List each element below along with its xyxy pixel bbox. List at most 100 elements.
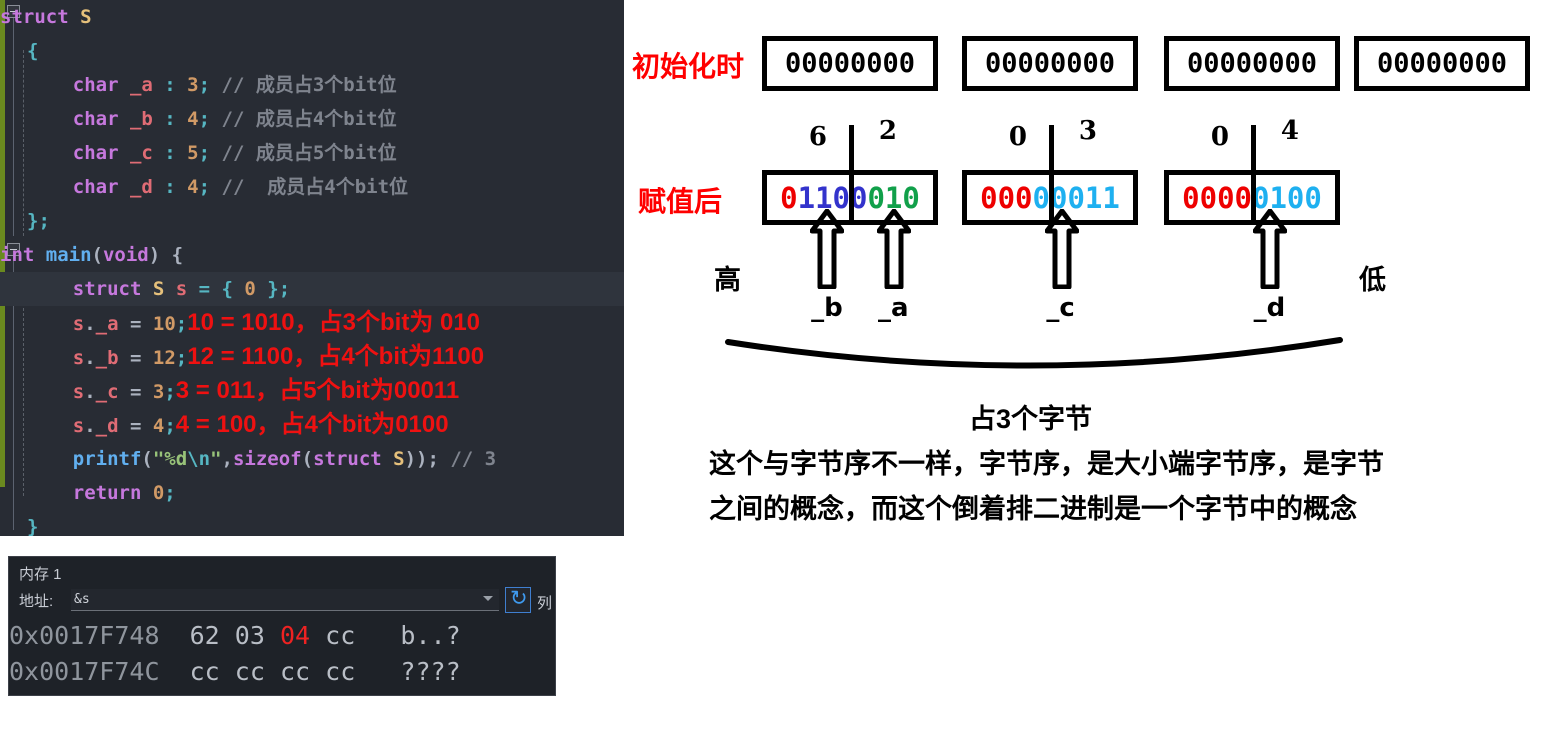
- code-token: S: [80, 6, 92, 28]
- hex-digit-low: 4: [1280, 116, 1299, 146]
- code-token: _b: [95, 347, 119, 369]
- code-token: void: [102, 244, 149, 266]
- code-token: };: [27, 210, 50, 232]
- code-token: ) {: [148, 244, 184, 266]
- code-token: :: [152, 74, 188, 96]
- code-token: _c: [95, 381, 119, 403]
- code-line[interactable]: {: [0, 34, 624, 68]
- code-line[interactable]: s._c = 3;3 = 011，占5个bit为00011: [0, 374, 624, 408]
- code-token: =: [118, 415, 153, 437]
- code-token: 10: [152, 313, 176, 335]
- member-name-label: _d: [1253, 293, 1286, 323]
- code-token: 3: [187, 74, 199, 96]
- bit-segment: 000: [980, 180, 1033, 215]
- code-token: ;: [198, 74, 211, 96]
- code-token: (: [301, 448, 314, 470]
- span-brace: [725, 337, 1343, 369]
- address-input-wrapper[interactable]: [71, 589, 499, 611]
- code-token: .: [84, 415, 96, 437]
- code-token: ;: [198, 142, 211, 164]
- code-line[interactable]: return 0;: [0, 476, 624, 510]
- code-token: ));: [404, 448, 439, 470]
- code-line[interactable]: char _b : 4; // 成员占4个bit位: [0, 102, 624, 136]
- code-token: 12: [152, 347, 176, 369]
- code-token: .: [84, 381, 96, 403]
- low-end-label: 低: [1359, 265, 1386, 295]
- code-token: ,: [221, 448, 233, 470]
- code-token: S: [152, 278, 176, 300]
- code-token: =: [118, 347, 153, 369]
- code-line[interactable]: s._b = 12;12 = 1100，占4个bit为1100: [0, 340, 624, 374]
- code-token: 4: [187, 176, 199, 198]
- memory-row: 0x0017F74C cc cc cc cc ????: [9, 655, 557, 688]
- address-input[interactable]: [71, 589, 467, 609]
- bit-segment: 1100: [797, 180, 868, 215]
- code-line[interactable]: };: [0, 204, 624, 238]
- code-token: ;: [164, 482, 176, 504]
- member-name-label: _b: [811, 293, 843, 323]
- hex-digit-high: 0: [1210, 122, 1229, 152]
- init-byte-box: 00000000: [1164, 36, 1340, 91]
- code-token: _a: [95, 313, 119, 335]
- code-token: _a: [129, 74, 153, 96]
- code-token: ;: [164, 381, 176, 403]
- code-token: ": [210, 448, 222, 470]
- memory-ascii: b..?: [400, 621, 461, 650]
- bit-segment: 0000: [1182, 180, 1252, 215]
- size-caption: 占3个字节: [969, 404, 1093, 434]
- code-token: 5: [187, 142, 199, 164]
- code-line[interactable]: s._a = 10;10 = 1010，占3个bit为 010: [0, 306, 624, 340]
- code-token: char: [27, 74, 130, 96]
- code-token: s: [175, 278, 188, 300]
- code-line[interactable]: char _a : 3; // 成员占3个bit位: [0, 68, 624, 102]
- member-arrow-icon: [1252, 209, 1287, 289]
- indent-guide-struct: [23, 50, 24, 236]
- code-token: :: [152, 108, 188, 130]
- code-token: 成员占4个bit位: [255, 108, 397, 130]
- code-token: 成员占3个bit位: [255, 74, 397, 96]
- memory-row: 0x0017F748 62 03 04 cc b..?: [9, 619, 557, 652]
- fold-toggle-main[interactable]: [7, 243, 20, 256]
- code-editor[interactable]: struct S { char _a : 3; // 成员占3个bit位 char…: [0, 0, 624, 536]
- code-line[interactable]: struct S: [0, 0, 624, 34]
- code-token: =: [118, 313, 153, 335]
- code-token: s: [27, 313, 85, 335]
- code-token: //: [210, 74, 256, 96]
- code-token: {: [27, 40, 39, 62]
- code-token: :: [152, 142, 188, 164]
- high-end-label: 高: [714, 265, 741, 295]
- memory-address: 0x0017F74C: [9, 657, 160, 686]
- init-byte-bits: 00000000: [1186, 48, 1318, 79]
- code-annotation: 3 = 011，占5个bit为00011: [175, 377, 460, 404]
- code-token: }: [27, 516, 39, 536]
- nibble-divider: [1250, 125, 1256, 225]
- init-row-label: 初始化时: [632, 51, 745, 82]
- code-annotation: 12 = 1100，占4个bit为1100: [187, 343, 485, 370]
- fold-toggle-struct[interactable]: [7, 5, 20, 18]
- code-line[interactable]: int main(void) {: [0, 238, 624, 272]
- code-token: int: [0, 244, 46, 266]
- code-token: 成员占4个bit位: [267, 176, 409, 198]
- code-line[interactable]: s._d = 4;4 = 100，占4个bit为0100: [0, 408, 624, 442]
- code-line[interactable]: printf("%d\n",sizeof(struct S)); // 3: [0, 442, 624, 476]
- code-token: ;: [175, 313, 188, 335]
- code-line[interactable]: }: [0, 510, 624, 536]
- chevron-down-icon[interactable]: [483, 596, 493, 601]
- code-line[interactable]: char _d : 4; // 成员占4个bit位: [0, 170, 624, 204]
- code-line[interactable]: struct S s = { 0 };: [0, 272, 624, 306]
- refresh-button[interactable]: ↻: [505, 587, 531, 613]
- editor-gutter[interactable]: [5, 0, 27, 536]
- member-arrow-icon: [810, 209, 845, 289]
- memory-ascii: ????: [400, 657, 461, 686]
- member-name-label: _c: [1046, 293, 1075, 323]
- nibble-divider: [848, 125, 854, 225]
- explanation-paragraph: 这个与字节序不一样，字节序，是大小端字节序，是字节之间的概念，而这个倒着排二进制…: [709, 449, 1384, 524]
- code-token: main: [45, 244, 92, 266]
- memory-byte: cc: [234, 657, 265, 686]
- code-token: //: [210, 142, 256, 164]
- code-token: s: [27, 381, 85, 403]
- code-line[interactable]: char _c : 5; // 成员占5个bit位: [0, 136, 624, 170]
- code-token: 0: [244, 278, 256, 300]
- memory-window[interactable]: 内存 1 地址: ↻ 列 0x0017F748 62 03 04 cc b..?…: [8, 556, 556, 696]
